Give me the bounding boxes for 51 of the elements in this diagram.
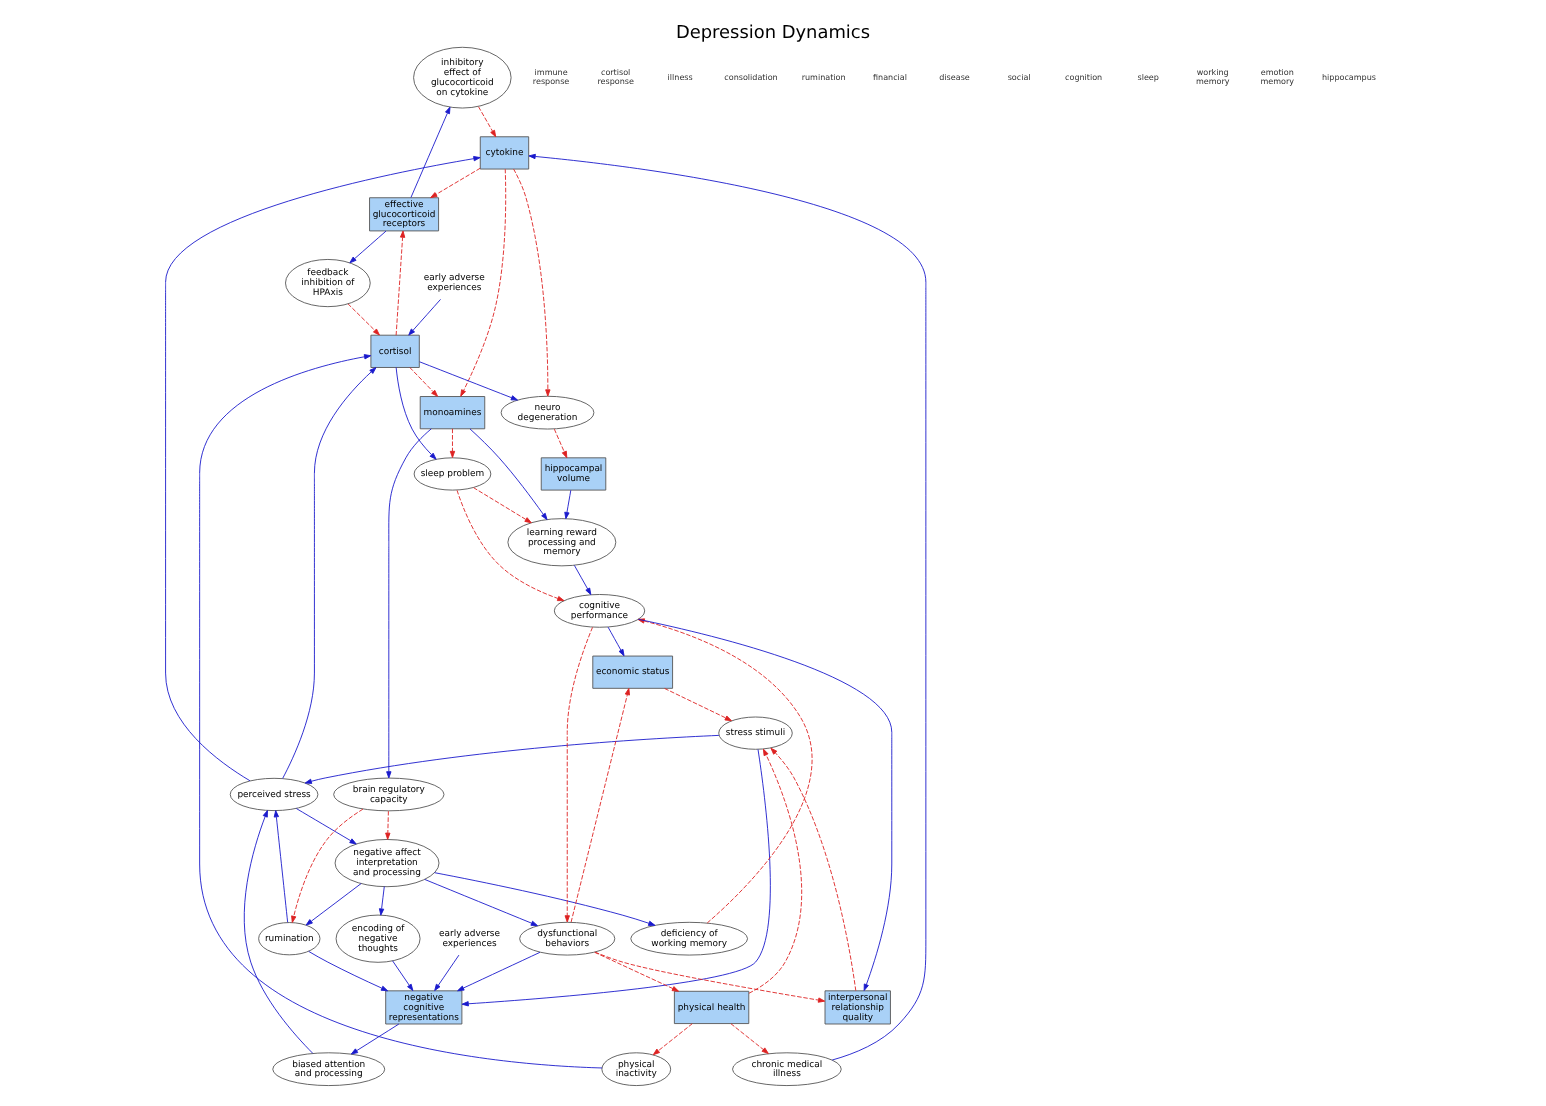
arrow — [456, 489, 565, 602]
arrow — [165, 156, 481, 782]
arrow — [770, 747, 857, 992]
arrow — [434, 954, 460, 992]
arrow — [528, 153, 927, 1061]
arrow — [304, 734, 720, 784]
arrow — [395, 367, 437, 460]
arrow — [748, 748, 803, 994]
arrow — [419, 361, 519, 401]
arrow — [385, 810, 391, 840]
arrow — [408, 298, 441, 336]
arrow — [607, 626, 625, 657]
arrow — [664, 688, 732, 722]
arrow — [291, 808, 364, 923]
arrow — [460, 168, 507, 397]
arrow — [424, 879, 538, 927]
arrow — [308, 951, 389, 992]
arrow — [350, 1023, 400, 1055]
arrow — [570, 688, 630, 923]
arrow — [273, 810, 289, 923]
arrow — [449, 428, 456, 459]
arrow — [410, 106, 451, 198]
arrow — [434, 872, 656, 926]
arrow — [457, 951, 541, 992]
arrow — [652, 1023, 693, 1056]
arrow — [573, 564, 592, 596]
arrow — [243, 810, 314, 1054]
arrow — [513, 168, 551, 397]
arrow — [553, 428, 568, 459]
arrow — [282, 367, 377, 779]
arrow — [478, 106, 497, 138]
arrow — [295, 808, 357, 845]
arrow — [395, 230, 406, 336]
arrow — [305, 883, 362, 926]
arrow — [378, 886, 385, 916]
arrow — [349, 230, 387, 264]
arrow — [473, 487, 532, 524]
arrow — [392, 960, 414, 992]
arrow — [594, 951, 826, 1003]
arrow — [386, 428, 432, 779]
diagram-title: Depression Dynamics — [675, 24, 871, 45]
arrow — [409, 367, 438, 397]
arrow — [461, 749, 771, 1007]
arrow — [594, 951, 680, 992]
arrow — [469, 428, 548, 521]
arrow — [347, 303, 380, 336]
arrow — [564, 489, 572, 520]
arrow — [199, 354, 603, 1069]
arrow — [430, 167, 481, 199]
arrow — [564, 626, 593, 923]
arrow — [730, 1023, 769, 1054]
